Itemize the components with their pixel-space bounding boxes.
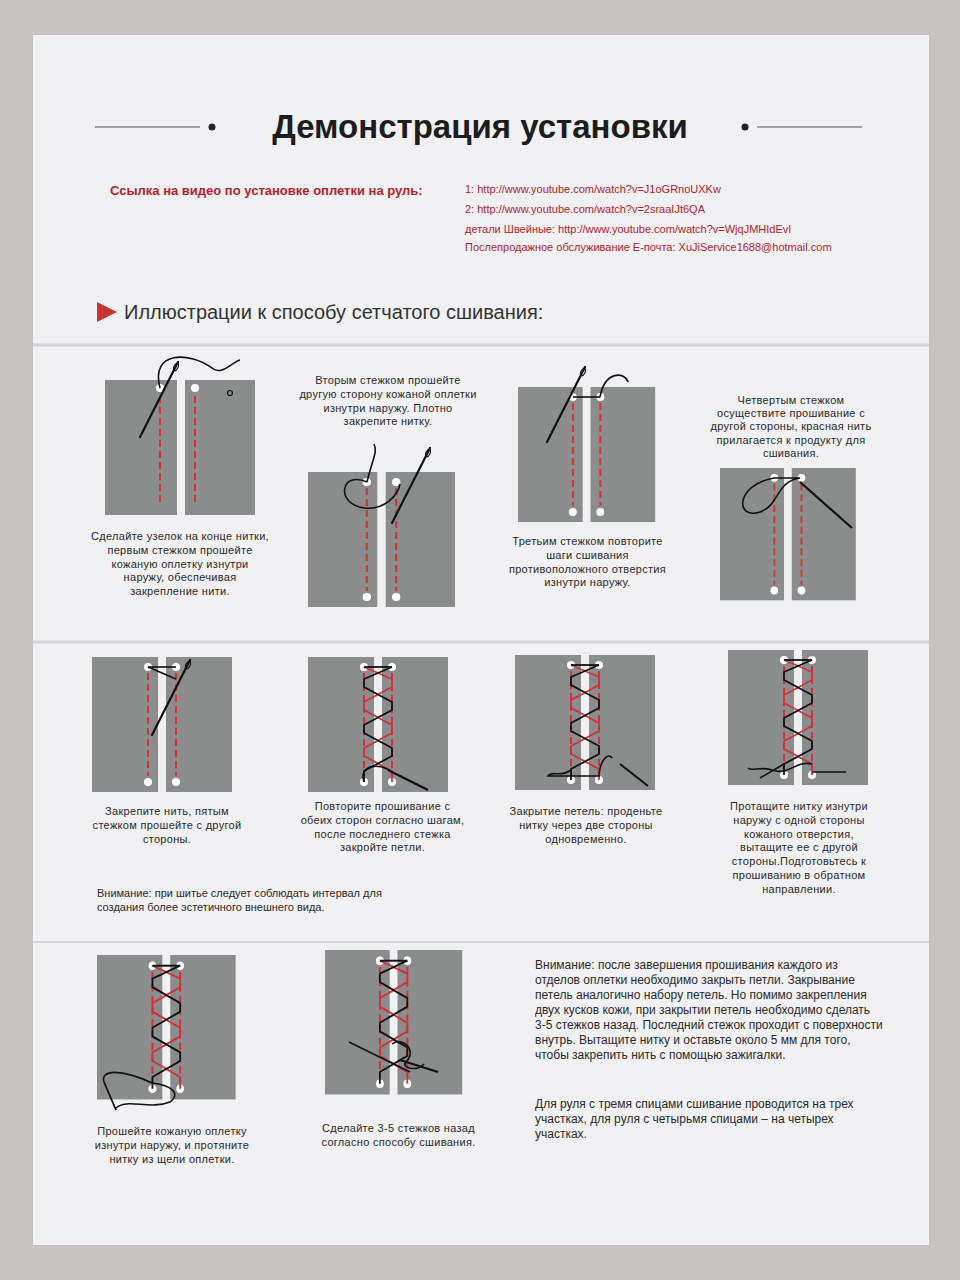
video-link: детали Швейные: http://www.youtube.com/w… (465, 223, 905, 237)
step-caption: Сделайте узелок на конце нитки, первым с… (90, 530, 270, 599)
step-figure (515, 655, 655, 790)
video-link: 2: http://www.youtube.com/watch?v=2sraaI… (465, 203, 905, 217)
step-figure (308, 657, 448, 792)
fold-line (33, 641, 929, 644)
step-figure (720, 468, 856, 600)
step-caption: Сделайте 3-5 стежков назад согласно спос… (316, 1122, 481, 1150)
step-figure (308, 444, 455, 607)
title-dot (742, 124, 749, 131)
step-figure (97, 955, 236, 1110)
paper-sheet (33, 35, 929, 1245)
note-text: Для руля с тремя спицами сшивание провод… (535, 1097, 883, 1142)
step-figure (728, 650, 868, 785)
fold-line (33, 344, 929, 347)
step-caption: Прошейте кожаную оплетку изнутри наружу,… (82, 1125, 262, 1166)
service-email: Послепродажное обслуживание E-почта: XuJ… (465, 241, 905, 255)
step-caption: Вторым стежком прошейте другую сторону к… (298, 374, 478, 429)
step-caption: Протащите нитку изнутри наружу с одной с… (716, 800, 882, 896)
step-caption: Закрытие петель: проденьте нитку через д… (506, 805, 666, 846)
video-link: 1: http://www.youtube.com/watch?v=J1oGRn… (465, 183, 905, 197)
title-rule (757, 127, 862, 128)
step-caption: Закрепите нить, пятым стежком прошейте с… (92, 805, 242, 846)
step-caption: Четвертым стежком осуществите прошивание… (708, 394, 874, 460)
step-figure (518, 367, 655, 522)
note-text: Внимание: при шитье следует соблюдать ин… (97, 887, 397, 915)
step-caption: Третьим стежком повторите шаги сшивания … (505, 535, 670, 590)
section-heading: Иллюстрации к способу сетчатого сшивания… (124, 300, 764, 325)
step-figure (92, 657, 232, 792)
step-figure (105, 357, 255, 515)
note-text: Внимание: после завершения прошивания ка… (535, 958, 883, 1063)
step-caption: Повторите прошивание с обеих сторон согл… (300, 800, 465, 855)
link-heading: Ссылка на видео по установке оплетки на … (110, 183, 460, 199)
bullet-triangle (97, 302, 117, 322)
title-dot (209, 124, 216, 131)
step-figure (325, 950, 462, 1094)
page-title: Демонстрация установки (220, 106, 740, 147)
fold-line (33, 941, 929, 943)
title-rule (95, 127, 200, 128)
